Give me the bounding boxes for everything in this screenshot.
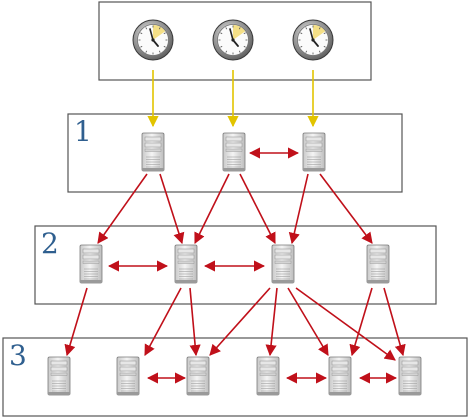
clock-icon bbox=[292, 19, 334, 61]
stratum-2-label: 2 bbox=[41, 227, 59, 260]
sync-arrow bbox=[239, 173, 276, 244]
server-icon bbox=[271, 244, 295, 284]
stratum-1-label: 1 bbox=[74, 115, 92, 148]
server-icon bbox=[186, 356, 210, 396]
server-icon bbox=[398, 356, 422, 396]
sync-arrow bbox=[265, 287, 278, 357]
server-icon bbox=[256, 356, 280, 396]
sync-arrow bbox=[97, 173, 148, 244]
clock-icon bbox=[132, 19, 174, 61]
sync-arrow bbox=[383, 287, 406, 357]
arrows-layer bbox=[64, 70, 406, 384]
sync-arrow bbox=[288, 173, 309, 245]
server-icon bbox=[222, 132, 246, 172]
icons-layer bbox=[47, 19, 422, 396]
sync-arrow bbox=[159, 173, 185, 245]
sync-arrow bbox=[209, 287, 271, 356]
server-icon bbox=[141, 132, 165, 172]
sync-arrow bbox=[287, 287, 329, 356]
server-icon bbox=[47, 356, 71, 396]
server-icon bbox=[302, 132, 326, 172]
server-icon bbox=[116, 356, 140, 396]
server-icon bbox=[328, 356, 352, 396]
sync-arrow bbox=[349, 287, 373, 357]
sync-arrow bbox=[64, 287, 88, 357]
sync-arrow bbox=[295, 287, 396, 361]
stratum-3-label: 3 bbox=[9, 339, 27, 372]
server-icon bbox=[366, 244, 390, 284]
sync-arrow bbox=[319, 173, 373, 244]
clock-icon bbox=[212, 19, 254, 61]
sync-arrow bbox=[144, 287, 182, 356]
server-icon bbox=[174, 244, 198, 284]
stratum-3-box bbox=[2, 337, 468, 417]
server-icon bbox=[79, 244, 103, 284]
sync-arrow bbox=[194, 173, 230, 245]
sync-arrow bbox=[189, 287, 201, 357]
